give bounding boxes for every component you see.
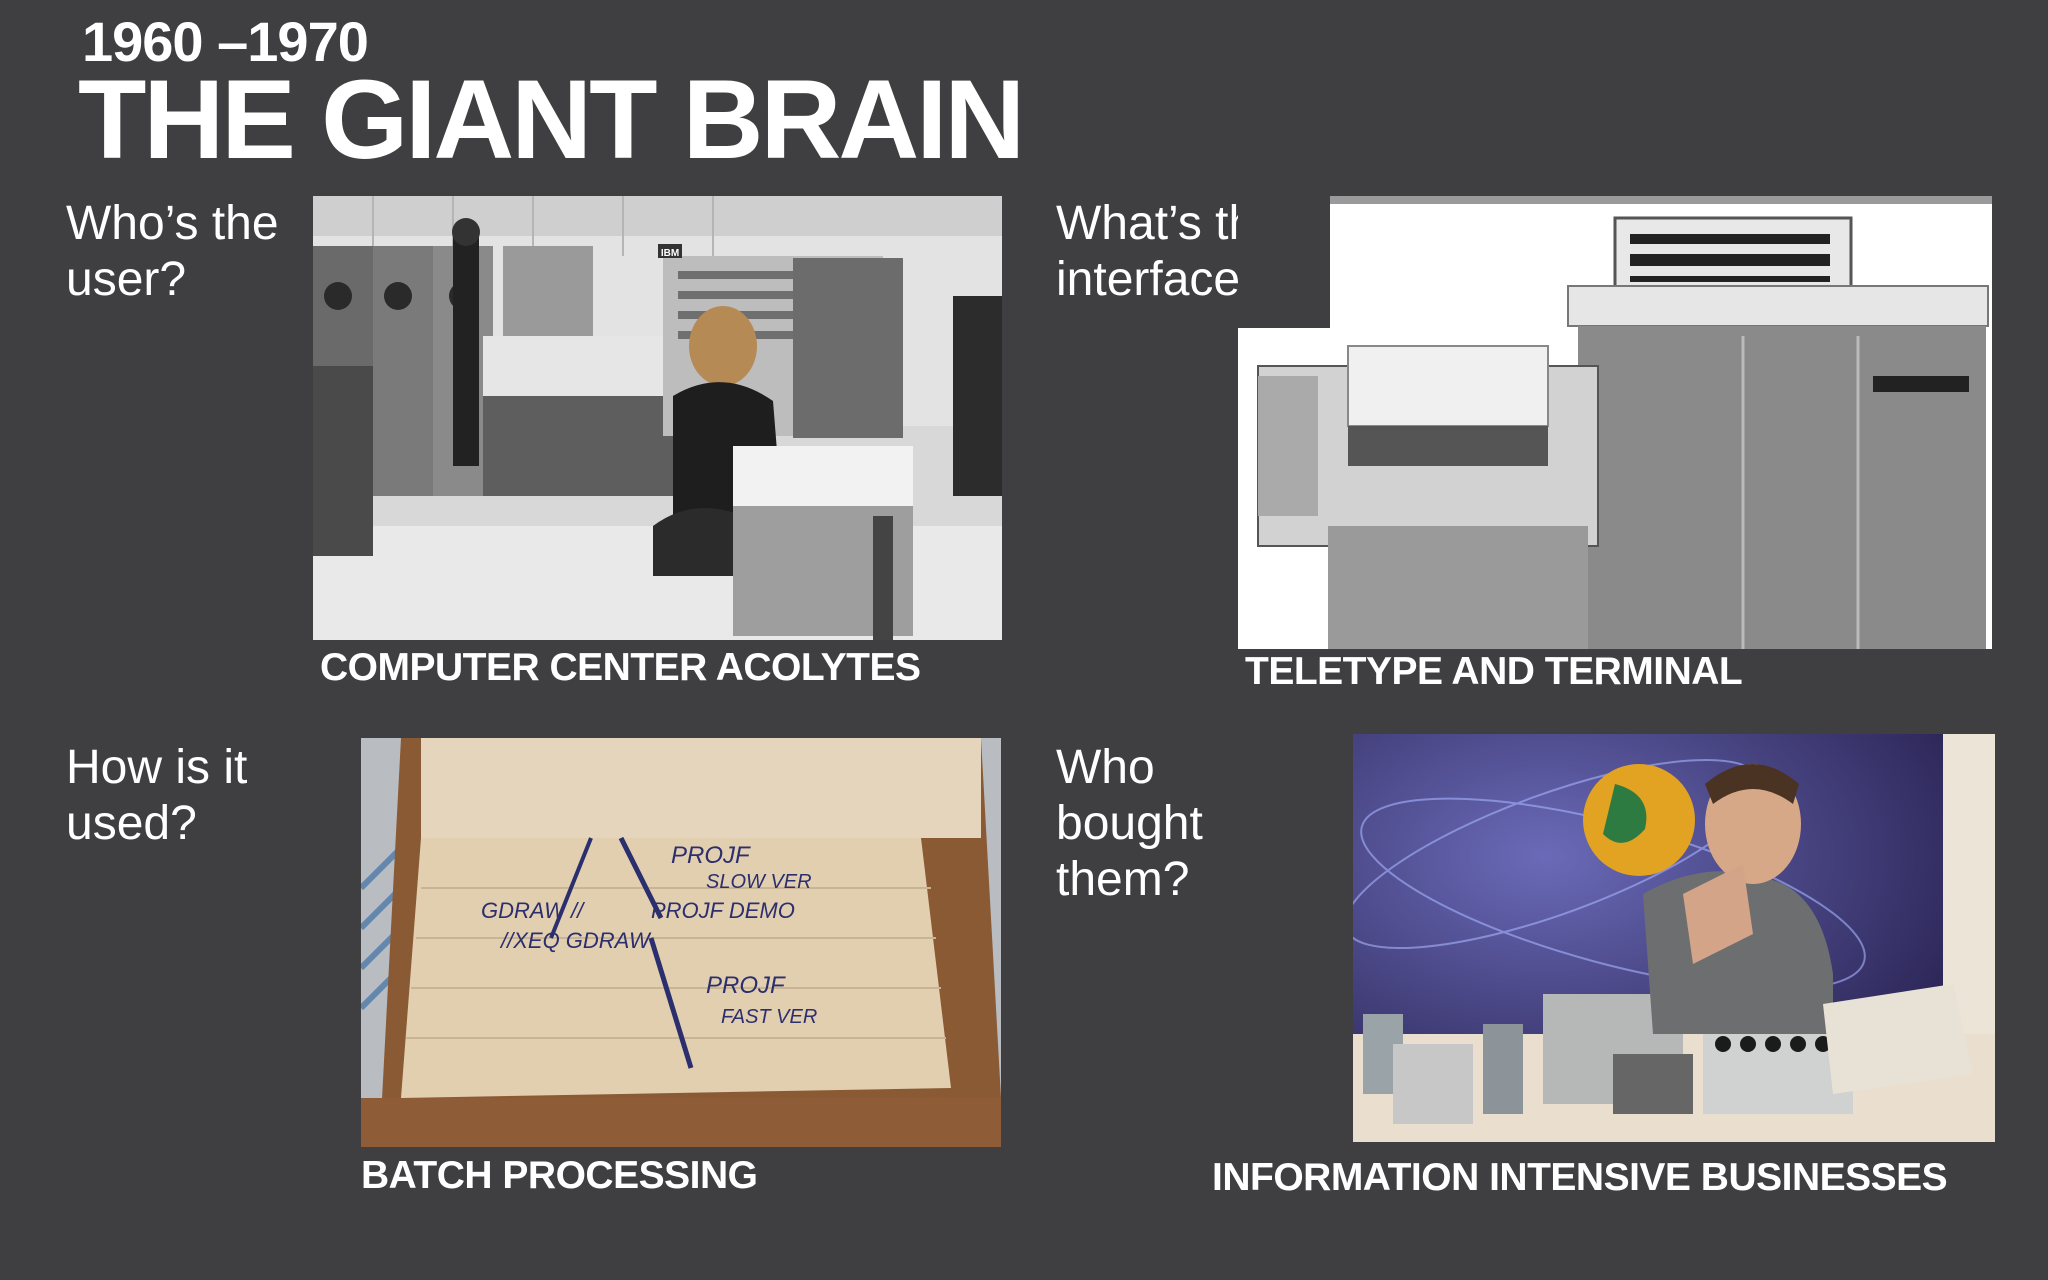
card-label: PROJF DEMO <box>651 898 795 923</box>
business-ad-photo <box>1353 734 1995 1142</box>
card-label: FAST VER <box>721 1006 817 1028</box>
caption-interface: TELETYPE AND TERMINAL <box>1245 650 1743 693</box>
computer-center-photo: IBM <box>313 196 1002 640</box>
card-label: //XEQ GDRAW <box>499 928 652 953</box>
caption-buyers: INFORMATION INTENSIVE BUSINESSES <box>1212 1156 1948 1199</box>
date-range: 1960 –1970 <box>82 10 369 73</box>
slide-title: THE GIANT BRAIN <box>78 57 1025 182</box>
question-user: Who’s the user? <box>66 197 279 306</box>
ibm-badge: IBM <box>661 248 679 259</box>
card-label: SLOW VER <box>706 871 812 893</box>
caption-usage: BATCH PROCESSING <box>361 1154 758 1197</box>
question-usage: How is it used? <box>66 741 248 850</box>
question-buyers: Who bought them? <box>1056 741 1203 906</box>
card-label: GDRAW // <box>481 898 585 923</box>
teletype-terminal-photo <box>1238 196 1992 649</box>
caption-user: COMPUTER CENTER ACOLYTES <box>320 646 921 689</box>
card-label: PROJF <box>671 842 751 869</box>
card-label: PROJF <box>706 972 786 999</box>
punch-cards-photo: PROJF SLOW VER GDRAW // PROJF DEMO //XEQ… <box>361 738 1001 1147</box>
